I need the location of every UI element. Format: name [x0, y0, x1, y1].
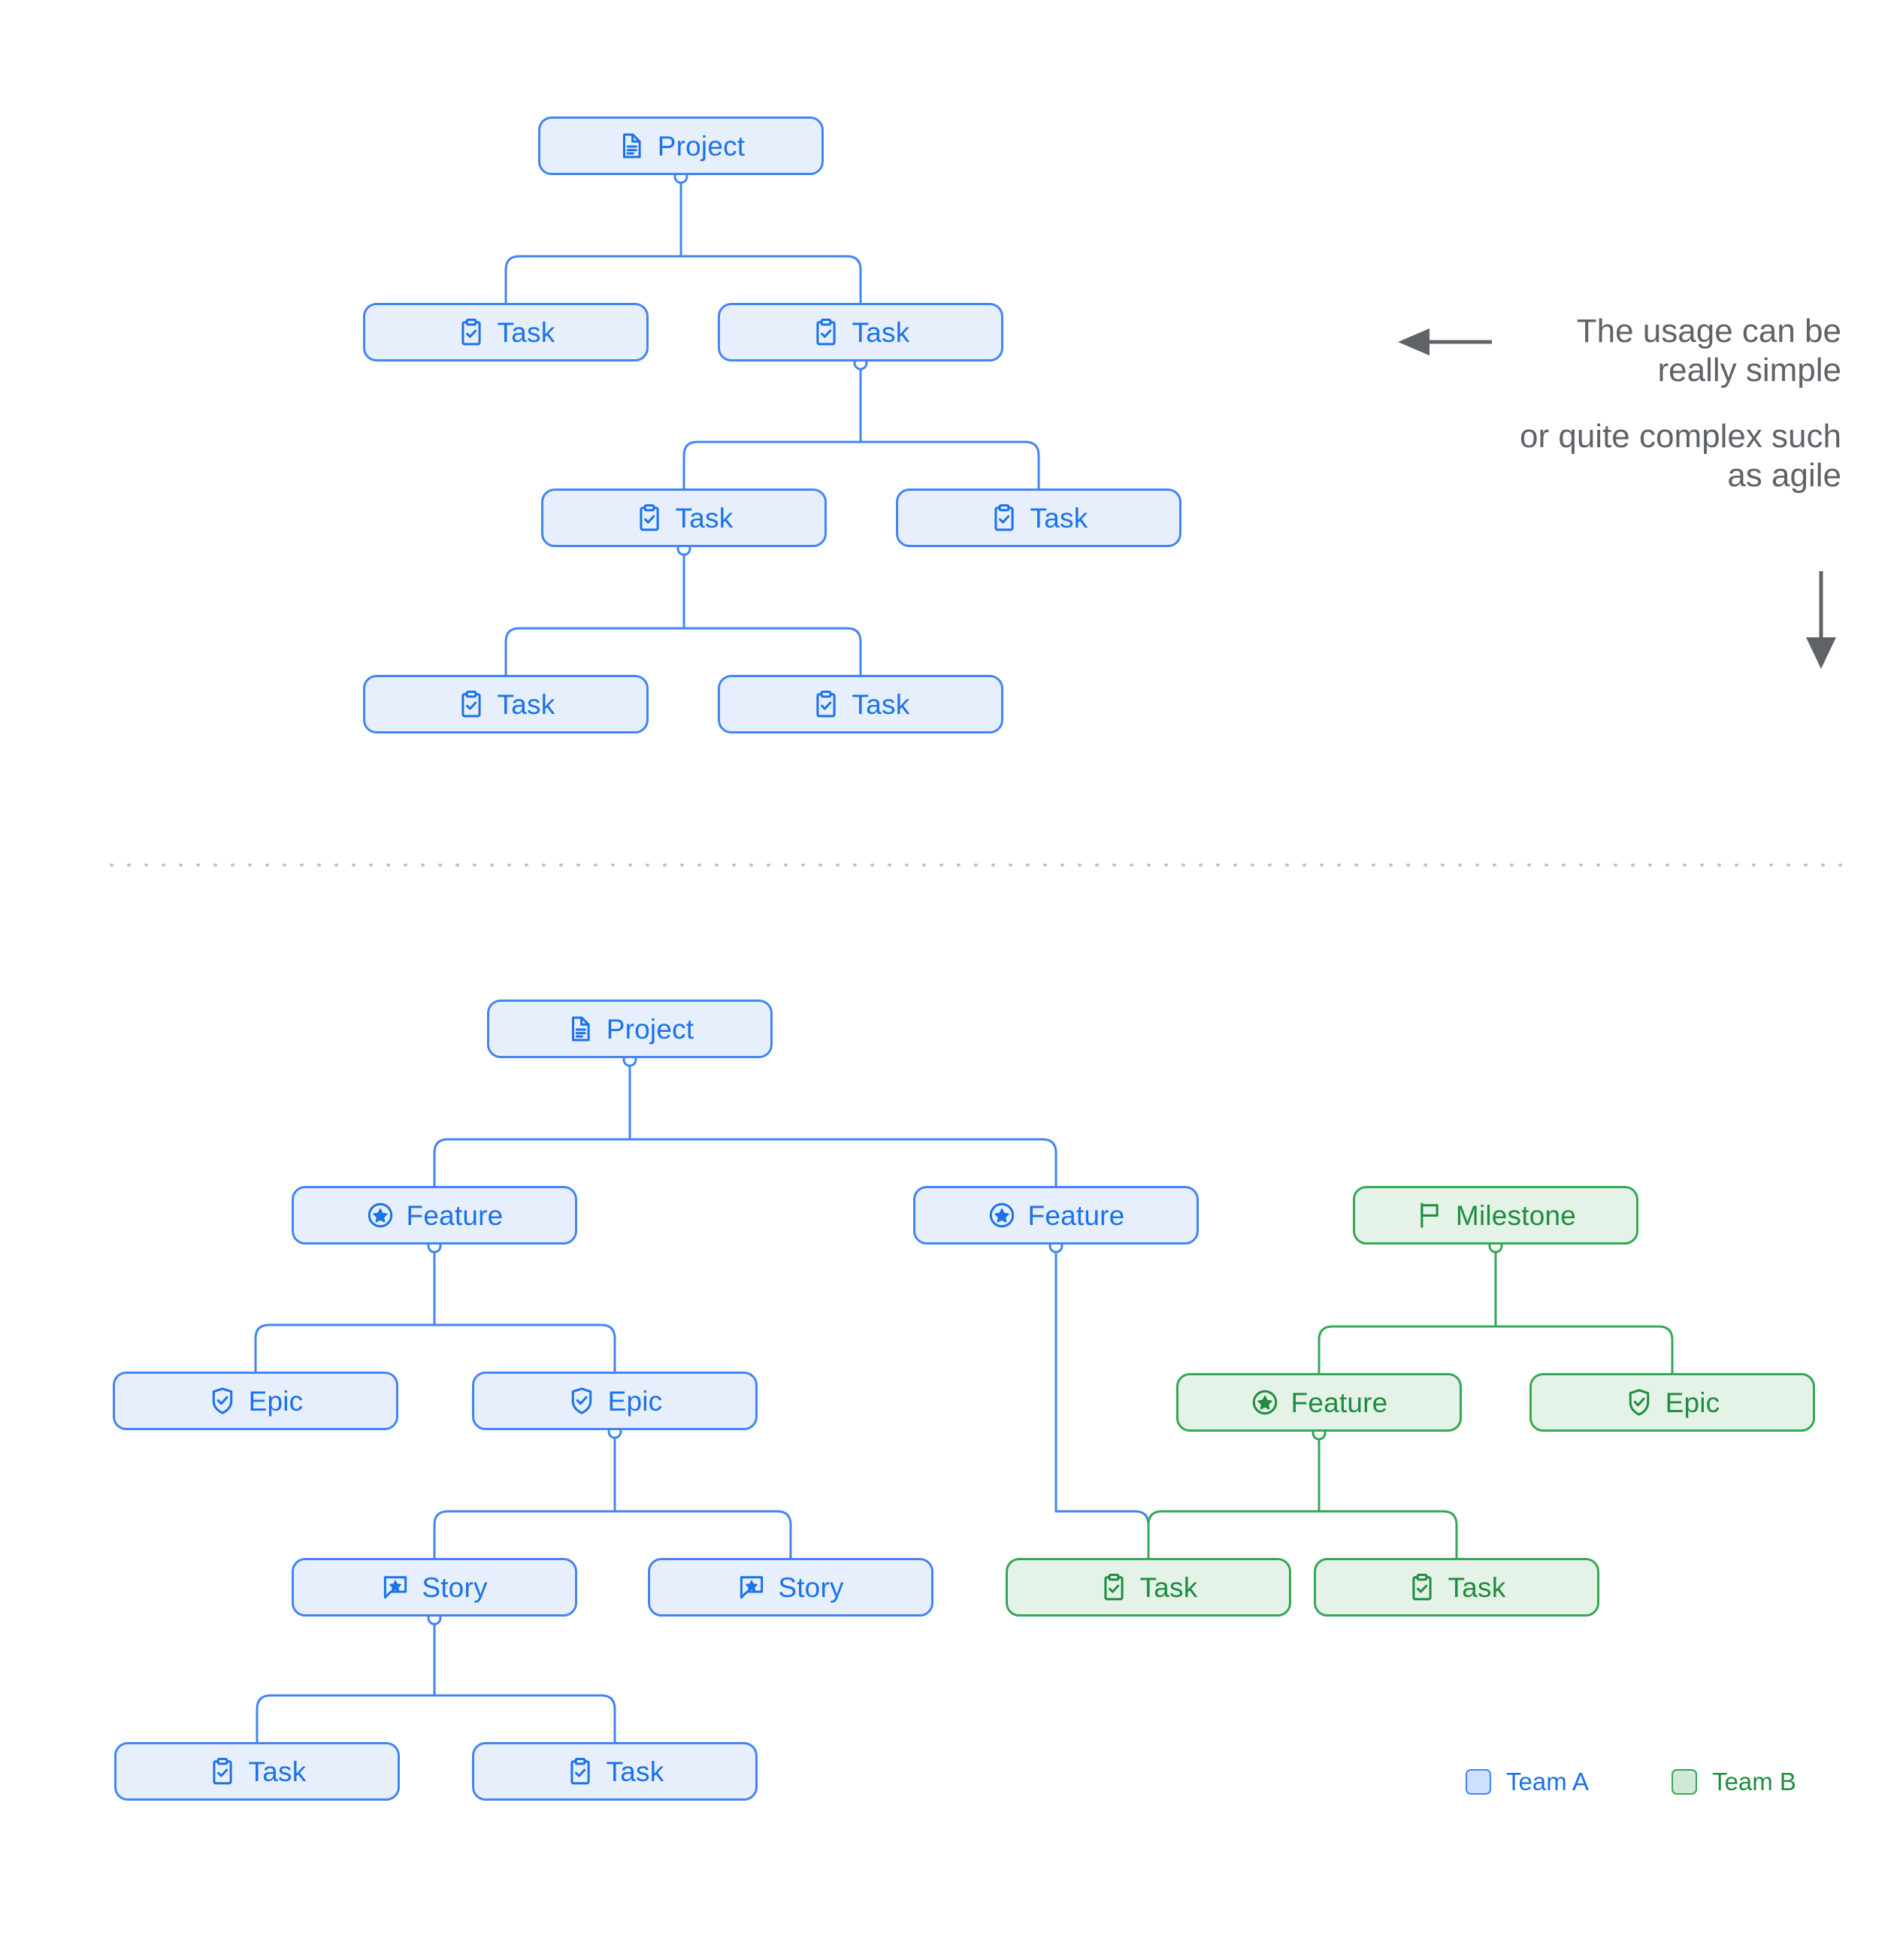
node-label: Task — [1030, 502, 1088, 534]
shield-check-icon — [1625, 1388, 1653, 1417]
connector-line — [254, 1323, 436, 1373]
usage-annotation: The usage can be really simple or quite … — [1499, 312, 1841, 495]
connector-line — [256, 1694, 436, 1744]
node-label: Task — [1139, 1571, 1198, 1603]
clipboard-check-icon — [812, 690, 840, 718]
node-project[interactable]: Project — [538, 116, 824, 175]
node-label: Task — [1448, 1571, 1506, 1603]
clipboard-check-icon — [1408, 1573, 1436, 1602]
connector-line — [433, 1694, 616, 1744]
node-label: Task — [852, 688, 910, 720]
legend-item-team-b: Team B — [1672, 1768, 1796, 1796]
connector-line — [1494, 1325, 1674, 1375]
legend-label-team-b: Team B — [1712, 1768, 1796, 1795]
clipboard-check-icon — [990, 504, 1018, 532]
node-story[interactable]: Story — [648, 1558, 933, 1617]
section-divider — [110, 864, 1843, 867]
node-label: Project — [606, 1013, 694, 1045]
connector-line — [504, 627, 685, 676]
legend-item-team-a: Team A — [1466, 1768, 1589, 1796]
bubble-star-icon — [737, 1573, 766, 1602]
node-epic[interactable]: Epic — [472, 1372, 758, 1430]
node-label: Story — [422, 1571, 488, 1603]
node-task[interactable]: Task — [718, 675, 1003, 733]
clipboard-check-icon — [208, 1757, 237, 1786]
node-feature[interactable]: Feature — [913, 1186, 1199, 1245]
node-task[interactable]: Task — [363, 675, 649, 733]
node-feature[interactable]: Feature — [292, 1186, 577, 1245]
node-feature[interactable]: Feature — [1176, 1373, 1462, 1432]
team-legend: Team A Team B — [1466, 1768, 1796, 1796]
node-label: Feature — [1290, 1387, 1388, 1418]
star-circle-icon — [1251, 1388, 1279, 1417]
legend-label-team-a: Team A — [1506, 1768, 1590, 1795]
node-label: Task — [497, 688, 555, 720]
node-epic[interactable]: Epic — [113, 1372, 398, 1430]
connector-line — [1318, 1325, 1497, 1375]
node-label: Feature — [406, 1199, 504, 1231]
node-label: Task — [248, 1756, 307, 1787]
annotation-line-2: or quite complex such as agile — [1520, 417, 1841, 494]
node-task[interactable]: Task — [1314, 1558, 1599, 1617]
node-task[interactable]: Task — [718, 303, 1003, 361]
connector-line — [682, 440, 862, 490]
connector-line — [433, 1138, 631, 1187]
connector-line — [1147, 1510, 1321, 1559]
node-task[interactable]: Task — [363, 303, 649, 361]
node-task[interactable]: Task — [114, 1742, 400, 1801]
arrow-down-icon — [1806, 571, 1836, 669]
connector-line — [682, 627, 862, 676]
document-icon — [566, 1015, 594, 1043]
node-label: Feature — [1027, 1199, 1125, 1231]
clipboard-check-icon — [812, 318, 840, 346]
node-label: Task — [606, 1756, 664, 1787]
annotation-line-1: The usage can be really simple — [1576, 313, 1841, 389]
clipboard-check-icon — [457, 690, 486, 718]
document-icon — [617, 132, 646, 160]
connector-line — [859, 440, 1040, 490]
arrow-left-icon — [1398, 328, 1492, 355]
flag-icon — [1415, 1201, 1444, 1230]
node-label: Project — [657, 130, 746, 162]
node-label: Epic — [1665, 1387, 1720, 1418]
connector-line — [433, 1323, 616, 1373]
connector-line — [504, 255, 682, 304]
shield-check-icon — [208, 1387, 237, 1415]
node-label: Milestone — [1455, 1199, 1577, 1231]
connector-line — [1054, 1510, 1150, 1559]
node-story[interactable]: Story — [292, 1558, 577, 1617]
node-milestone[interactable]: Milestone — [1353, 1186, 1638, 1245]
node-label: Task — [497, 316, 555, 348]
connector-line — [613, 1510, 792, 1559]
node-task[interactable]: Task — [896, 488, 1181, 547]
node-task[interactable]: Task — [1006, 1558, 1291, 1617]
clipboard-check-icon — [1100, 1573, 1128, 1602]
node-epic[interactable]: Epic — [1529, 1373, 1815, 1432]
node-project[interactable]: Project — [487, 1000, 773, 1058]
clipboard-check-icon — [566, 1757, 594, 1786]
connector-line — [1318, 1510, 1458, 1559]
node-label: Task — [852, 316, 910, 348]
star-circle-icon — [366, 1201, 395, 1230]
star-circle-icon — [988, 1201, 1016, 1230]
node-label: Epic — [248, 1385, 304, 1417]
node-task[interactable]: Task — [541, 488, 827, 547]
legend-swatch-team-a — [1466, 1769, 1491, 1795]
clipboard-check-icon — [457, 318, 486, 346]
node-task[interactable]: Task — [472, 1742, 758, 1801]
connector-line — [628, 1138, 1057, 1187]
connector-line — [679, 255, 862, 304]
node-label: Task — [675, 502, 734, 534]
bubble-star-icon — [381, 1573, 410, 1602]
clipboard-check-icon — [635, 504, 664, 532]
node-label: Epic — [607, 1385, 663, 1417]
shield-check-icon — [567, 1387, 596, 1415]
node-label: Story — [778, 1571, 844, 1603]
connector-line — [433, 1510, 616, 1559]
legend-swatch-team-b — [1672, 1769, 1698, 1795]
